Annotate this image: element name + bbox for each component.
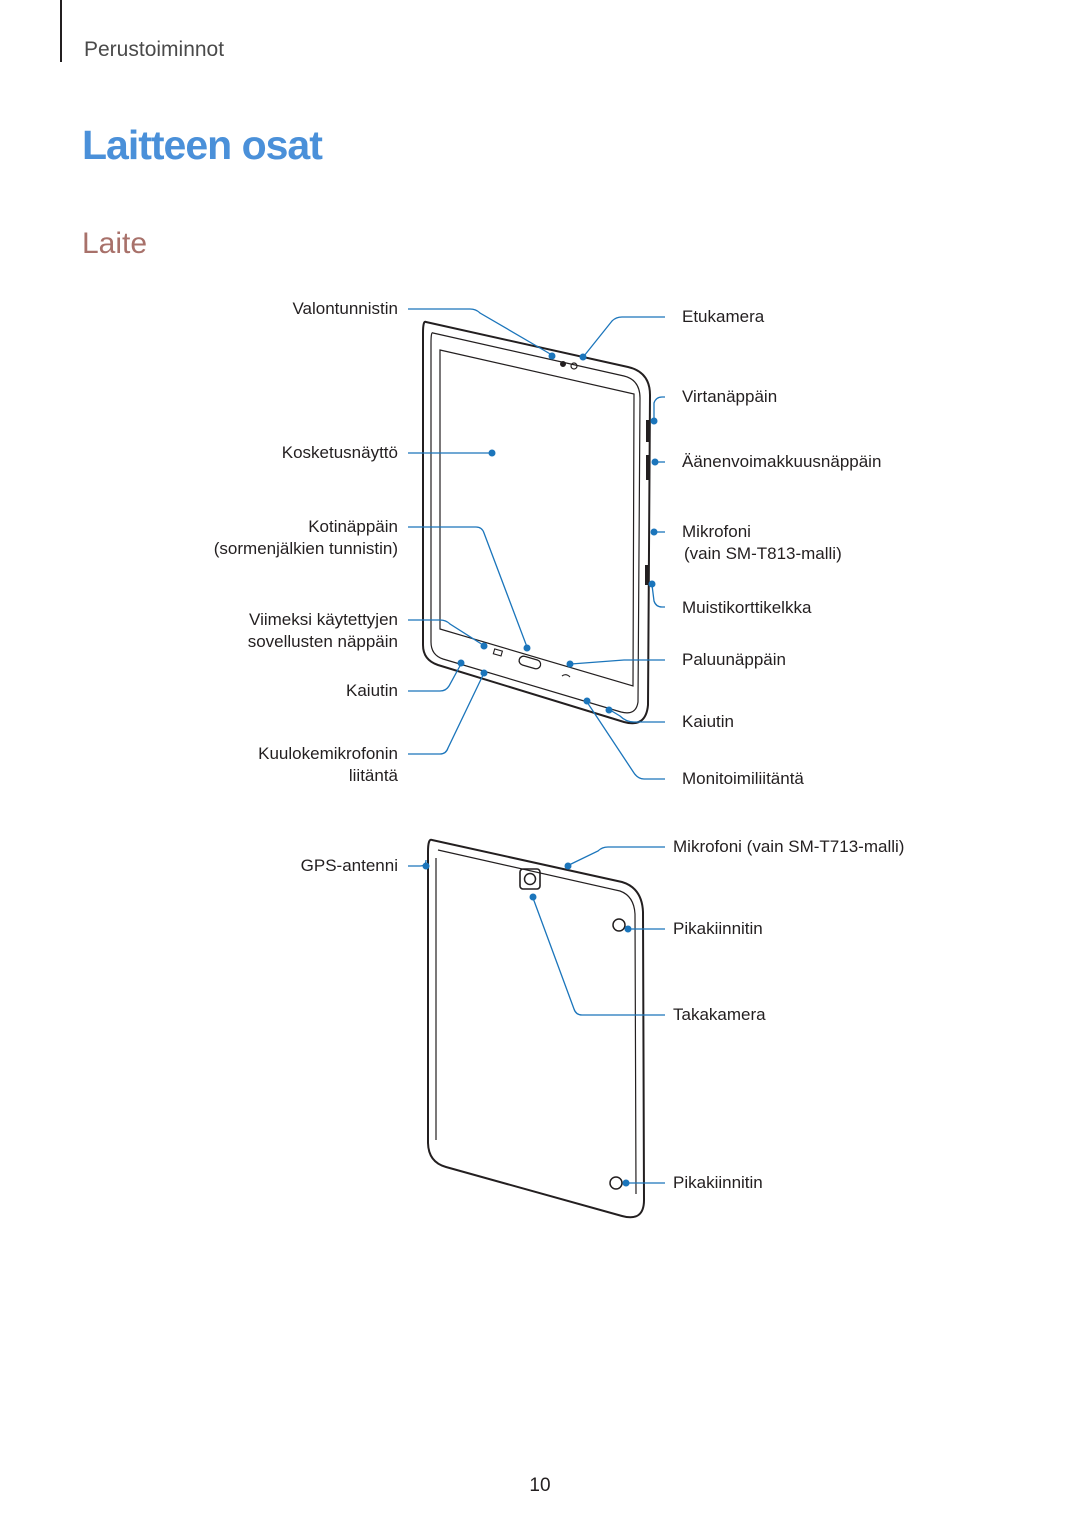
label-memory-card-tray: Muistikorttikelkka [682, 598, 812, 617]
label-speaker-right: Kaiutin [682, 712, 734, 731]
callout-lines [408, 308, 665, 1184]
section-subtitle: Laite [82, 227, 148, 260]
label-front-camera: Etukamera [682, 307, 765, 326]
back-inner-edge [437, 849, 637, 1195]
section-rule [60, 0, 62, 62]
label-earphone-jack: Kuulokemikrofonin liitäntä [258, 743, 398, 787]
front-screen [439, 349, 635, 687]
pogo-bottom [609, 1176, 623, 1190]
label-microphone-front: Mikrofoni (vain SM-T813-malli) [682, 521, 842, 565]
label-pogo-bottom: Pikakiinnitin [673, 1173, 763, 1192]
label-earphone-jack-line1: Kuulokemikrofonin [258, 744, 398, 763]
label-speaker-left: Kaiutin [346, 681, 398, 700]
label-light-sensor: Valontunnistin [292, 299, 398, 318]
label-home-key-line2: (sormenjälkien tunnistin) [213, 539, 398, 558]
device-back [427, 838, 646, 1219]
label-volume-key: Äänenvoimakkuusnäppäin [682, 452, 882, 471]
home-key [518, 655, 542, 670]
pogo-top [612, 918, 626, 932]
label-home-key-line1: Kotinäppäin [308, 517, 398, 536]
page-number: 10 [529, 1475, 551, 1496]
front-inner-body [430, 332, 641, 714]
callout-dots [422, 352, 659, 1187]
label-microphone-line2: (vain SM-T813-malli) [684, 544, 842, 563]
page-title: Laitteen osat [82, 122, 323, 168]
light-sensor-dot [560, 361, 566, 367]
label-gps-antenna: GPS-antenni [300, 856, 398, 875]
front-camera-lens [570, 362, 578, 370]
label-earphone-jack-line2: liitäntä [348, 766, 398, 785]
front-outer-body [422, 320, 652, 725]
rear-camera-housing [519, 868, 541, 890]
label-multipurpose-jack: Monitoimiliitäntä [682, 769, 804, 788]
side-buttons [645, 420, 650, 585]
label-home-key: Kotinäppäin (sormenjälkien tunnistin) [214, 516, 398, 560]
label-microphone-back: Mikrofoni (vain SM-T713-malli) [673, 837, 905, 856]
label-pogo-top: Pikakiinnitin [673, 919, 763, 938]
label-rear-camera: Takakamera [673, 1005, 766, 1024]
label-recent-apps-line1: Viimeksi käytettyjen [249, 610, 398, 629]
section-label: Perustoiminnot [84, 38, 225, 61]
back-outer-body [427, 838, 646, 1219]
label-back-key: Paluunäppäin [682, 650, 786, 669]
back-key-icon [561, 674, 571, 678]
label-microphone-line1: Mikrofoni [682, 522, 751, 541]
label-touchscreen: Kosketusnäyttö [281, 443, 398, 462]
label-power-key: Virtanäppäin [682, 387, 778, 406]
device-front [422, 320, 652, 725]
recent-apps-key-icon [492, 648, 504, 657]
label-recent-apps-line2: sovellusten näppäin [247, 632, 398, 651]
rear-camera-lens [523, 872, 537, 886]
label-recent-apps-key: Viimeksi käytettyjen sovellusten näppäin [248, 609, 398, 653]
